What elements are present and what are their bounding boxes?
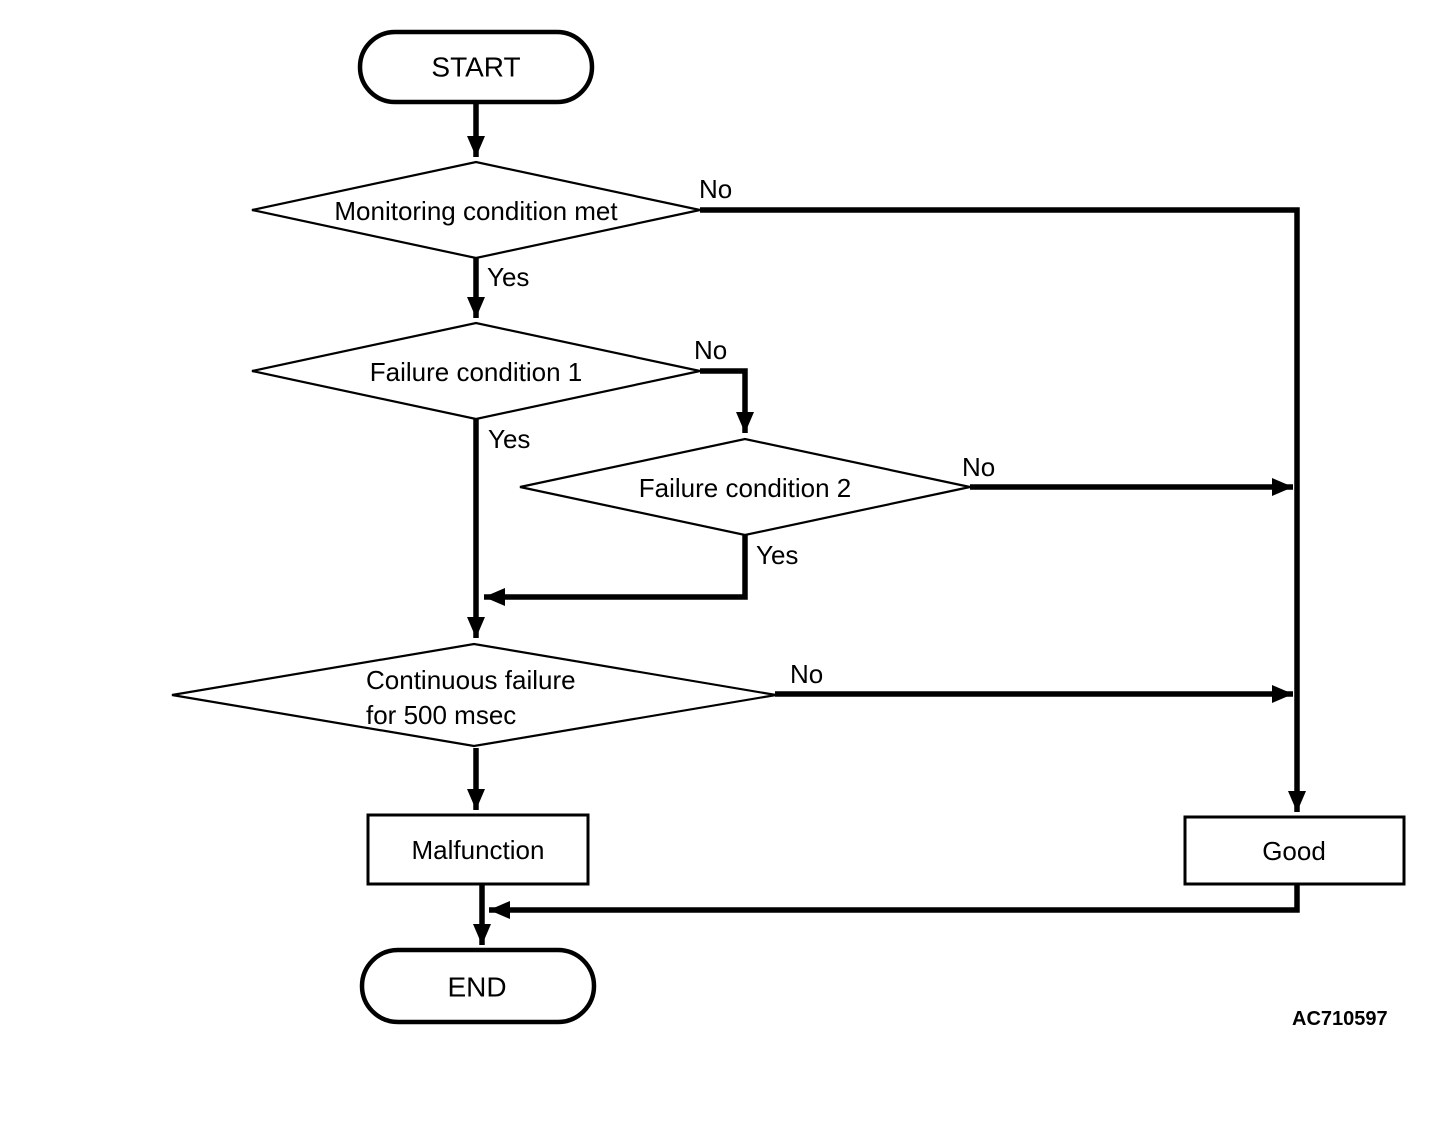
failure2-no-label: No [962,452,995,482]
failure-condition-2-label: Failure condition 2 [639,473,851,503]
start-terminator [357,29,595,105]
edge-good-merge-to-end-line [489,883,1300,919]
failure-condition-2-diamond [519,437,971,537]
monitoring-condition-diamond [251,160,701,260]
continuous-failure-label-line2: for 500 msec [366,700,516,730]
malfunction-box [366,813,590,886]
monitoring-condition-label: Monitoring condition met [334,196,618,226]
failure1-no-label: No [694,335,727,365]
continuous-no-label: No [790,659,823,689]
edge-failure1-no-to-failure2 [700,368,754,433]
good-label: Good [1262,836,1326,866]
monitoring-yes-label: Yes [487,262,529,292]
end-label: END [447,972,506,1003]
failure-condition-1-diamond [251,321,701,421]
edge-failure2-yes-merge [484,535,748,606]
figure-code: AC710597 [1292,1008,1388,1030]
end-terminator [359,947,597,1025]
edge-monitoring-no-to-good [700,207,1306,812]
start-label: START [431,52,520,83]
failure-condition-1-label: Failure condition 1 [370,357,582,387]
failure1-yes-label: Yes [488,424,530,454]
continuous-failure-label-line1: Continuous failure [366,665,576,695]
failure2-yes-label: Yes [756,540,798,570]
monitoring-no-label: No [699,174,732,204]
good-box [1183,815,1406,886]
malfunction-label: Malfunction [412,835,545,865]
continuous-failure-diamond [171,642,777,748]
